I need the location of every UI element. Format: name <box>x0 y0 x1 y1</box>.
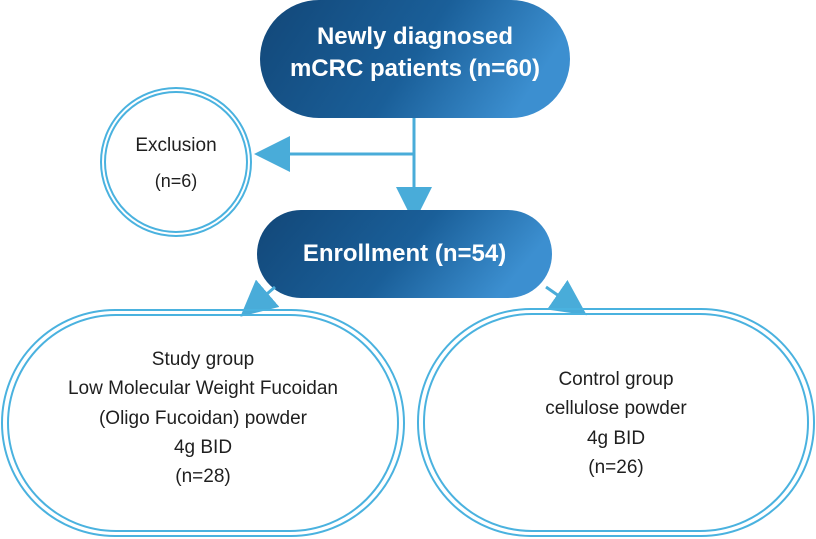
control-group-line-3: 4g BID <box>586 427 646 449</box>
study-group-line-5: (n=28) <box>175 466 231 487</box>
enrollment-label: Enrollment (n=54) <box>302 240 507 267</box>
exclusion-text: Exclusion (n=6) <box>106 128 246 198</box>
top-node-text: Newly diagnosed mCRC patients (n=60) <box>260 21 570 84</box>
control-group-pill-inner <box>423 313 809 532</box>
arrow-to-study-group <box>240 279 280 317</box>
study-group-line-1: Study group <box>151 349 255 370</box>
exclusion-circle-inner <box>104 91 248 233</box>
control-group-line-2: cellulose powder <box>545 398 687 420</box>
study-group-line-4: 4g BID <box>173 436 233 458</box>
exclusion-title: Exclusion <box>135 135 217 156</box>
enrollment-pill <box>257 210 552 298</box>
control-group-line-4: (n=26) <box>588 456 644 478</box>
study-group-pill-inner <box>7 314 399 532</box>
enrollment-text: Enrollment (n=54) <box>257 238 552 270</box>
study-group-line-2: Low Molecular Weight Fucoidan <box>67 378 338 400</box>
top-node-line-1: Newly diagnosed <box>316 23 514 50</box>
control-group-pill-outer <box>417 308 815 537</box>
study-group-text: Study group Low Molecular Weight Fucoida… <box>8 345 398 491</box>
control-group-text: Control group cellulose powder 4g BID (n… <box>424 365 808 482</box>
study-group-line-3: (Oligo Fucoidan) powder <box>98 407 308 429</box>
top-node-line-2: mCRC patients (n=60) <box>289 54 541 82</box>
exclusion-circle-outer <box>100 87 252 237</box>
exclusion-count: (n=6) <box>154 171 198 192</box>
study-group-pill-outer <box>1 309 405 537</box>
arrow-to-control-group <box>545 279 587 316</box>
control-group-line-1: Control group <box>558 369 674 390</box>
top-node-pill <box>260 0 570 118</box>
